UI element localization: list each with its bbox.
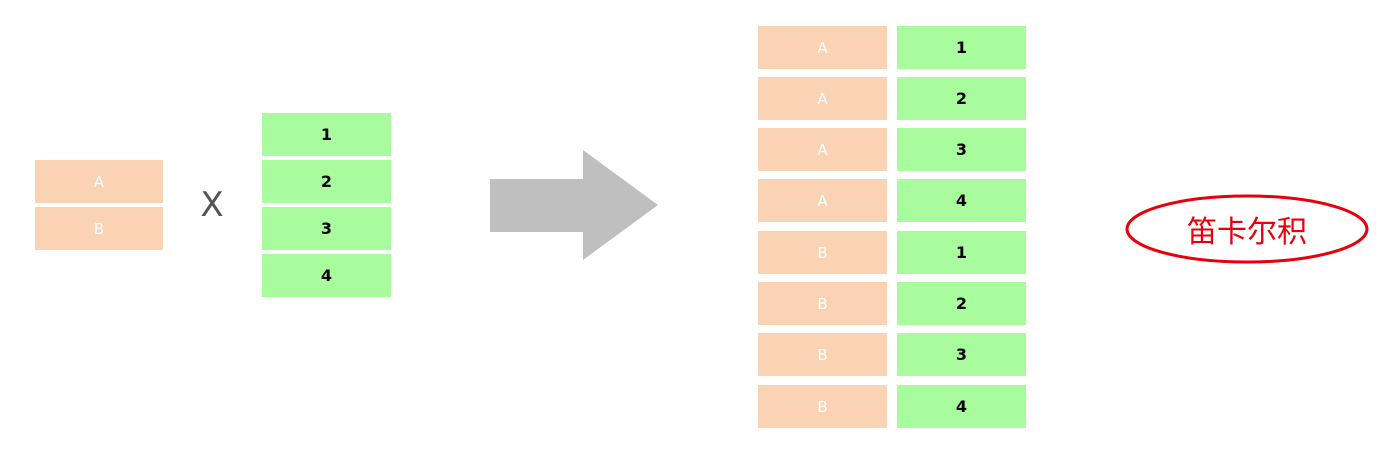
- product-letter-cell: A: [758, 26, 887, 69]
- product-letter-cell: A: [758, 128, 887, 171]
- set-a-item: A: [35, 160, 163, 203]
- cartesian-product-label: 笛卡尔积: [1187, 215, 1307, 250]
- product-number-cell: 3: [897, 128, 1026, 171]
- set-b-item: 3: [262, 207, 391, 250]
- product-letter-cell: A: [758, 179, 887, 222]
- product-letter-cell: B: [758, 385, 887, 428]
- arrow-right-icon: [490, 150, 658, 260]
- product-number-cell: 4: [897, 385, 1026, 428]
- product-number-cell: 1: [897, 26, 1026, 69]
- product-number-cell: 2: [897, 77, 1026, 120]
- product-letter-cell: B: [758, 231, 887, 274]
- product-letter-cell: B: [758, 333, 887, 376]
- product-letter-cell: A: [758, 77, 887, 120]
- product-letter-cell: B: [758, 282, 887, 325]
- product-number-cell: 3: [897, 333, 1026, 376]
- label-ellipse: [1125, 194, 1369, 264]
- product-number-cell: 2: [897, 282, 1026, 325]
- times-operator: X: [200, 185, 224, 225]
- set-a-item: B: [35, 207, 163, 250]
- product-number-cell: 4: [897, 179, 1026, 222]
- set-b-item: 2: [262, 160, 391, 203]
- product-number-cell: 1: [897, 231, 1026, 274]
- set-b-item: 1: [262, 113, 391, 156]
- set-b-item: 4: [262, 254, 391, 297]
